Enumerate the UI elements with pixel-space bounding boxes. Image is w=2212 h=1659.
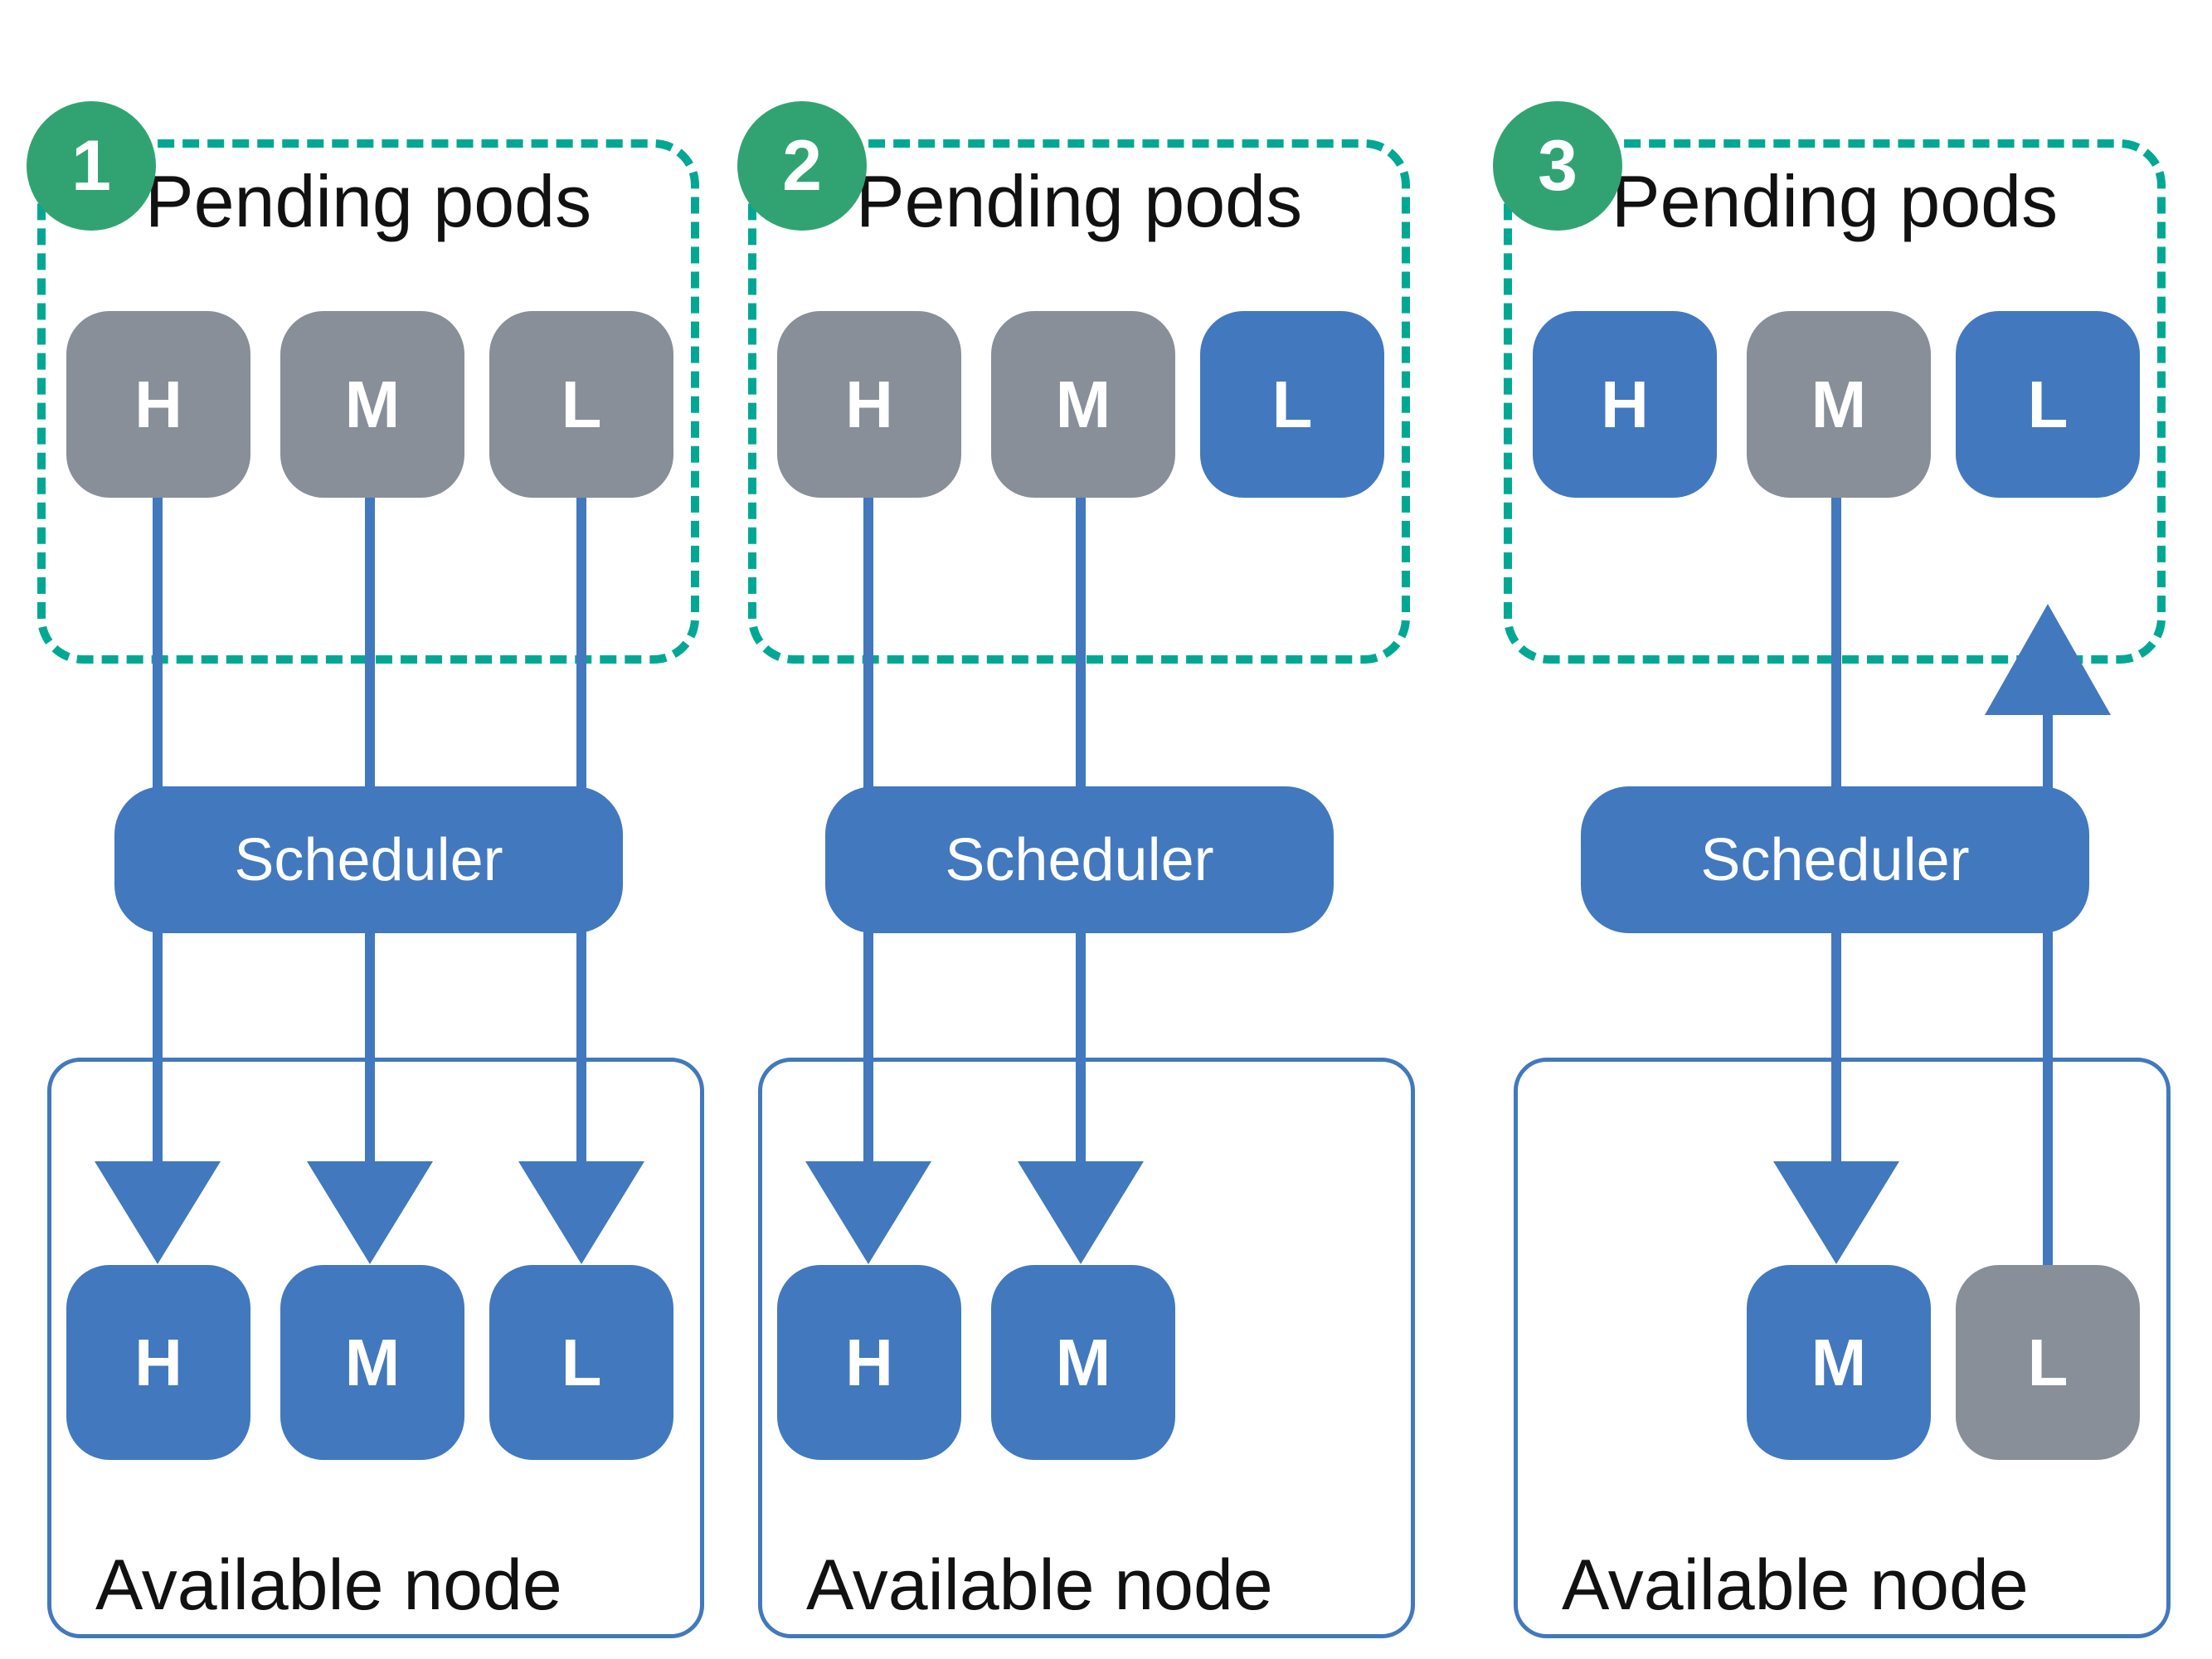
pending-pod-m: M	[280, 311, 464, 498]
node-pod-l: L	[1956, 1265, 2140, 1460]
scheduler-label: Scheduler	[234, 826, 503, 893]
pending-pod-h: H	[1533, 311, 1717, 498]
down-arrow-icon	[1773, 1161, 1899, 1264]
step-number: 3	[1538, 125, 1578, 206]
available-node-label: Available node	[1562, 1545, 2029, 1625]
pending-pod-m: M	[1747, 311, 1931, 498]
pending-pods-title: Pending pods	[855, 160, 1303, 242]
down-arrow-icon	[307, 1161, 433, 1264]
node-pod-l: L	[489, 1265, 673, 1460]
step-badge: 3	[1493, 101, 1622, 231]
node-pod-m: M	[1747, 1265, 1931, 1460]
down-arrow-icon	[1018, 1161, 1144, 1264]
down-arrow-icon	[805, 1161, 931, 1264]
step-badge: 1	[27, 101, 156, 231]
up-arrow-icon	[1985, 604, 2111, 715]
available-node-box	[47, 1058, 704, 1638]
available-node-box	[1514, 1058, 2171, 1638]
down-arrow-icon	[518, 1161, 644, 1264]
scheduler-box: Scheduler	[114, 786, 623, 933]
available-node-label: Available node	[95, 1545, 562, 1625]
pending-pod-h: H	[66, 311, 250, 498]
pending-pod-l: L	[1200, 311, 1384, 498]
node-pod-h: H	[66, 1265, 250, 1460]
pending-pod-h: H	[777, 311, 961, 498]
node-pod-m: M	[991, 1265, 1175, 1460]
panel-step-1: 1 Pending pods H M L Scheduler H M L Ava…	[0, 0, 713, 1659]
pending-pods-title: Pending pods	[144, 160, 592, 242]
node-pod-h: H	[777, 1265, 961, 1460]
available-node-label: Available node	[806, 1545, 1273, 1625]
pending-pod-m: M	[991, 311, 1175, 498]
step-number: 1	[71, 125, 111, 206]
node-pod-m: M	[280, 1265, 464, 1460]
pending-pods-title: Pending pods	[1611, 160, 2059, 242]
scheduler-label: Scheduler	[945, 826, 1214, 893]
scheduler-box: Scheduler	[1581, 786, 2089, 933]
step-number: 2	[782, 125, 822, 206]
scheduler-label: Scheduler	[1700, 826, 1970, 893]
panel-step-2: 2 Pending pods H M L Scheduler H M Avail…	[711, 0, 1424, 1659]
available-node-box	[758, 1058, 1415, 1638]
scheduler-box: Scheduler	[825, 786, 1334, 933]
pending-pod-l: L	[489, 311, 673, 498]
panel-step-3: 3 Pending pods H M L Scheduler M L Avail…	[1466, 0, 2180, 1659]
pending-pod-l: L	[1956, 311, 2140, 498]
step-badge: 2	[737, 101, 867, 231]
down-arrow-icon	[95, 1161, 221, 1264]
